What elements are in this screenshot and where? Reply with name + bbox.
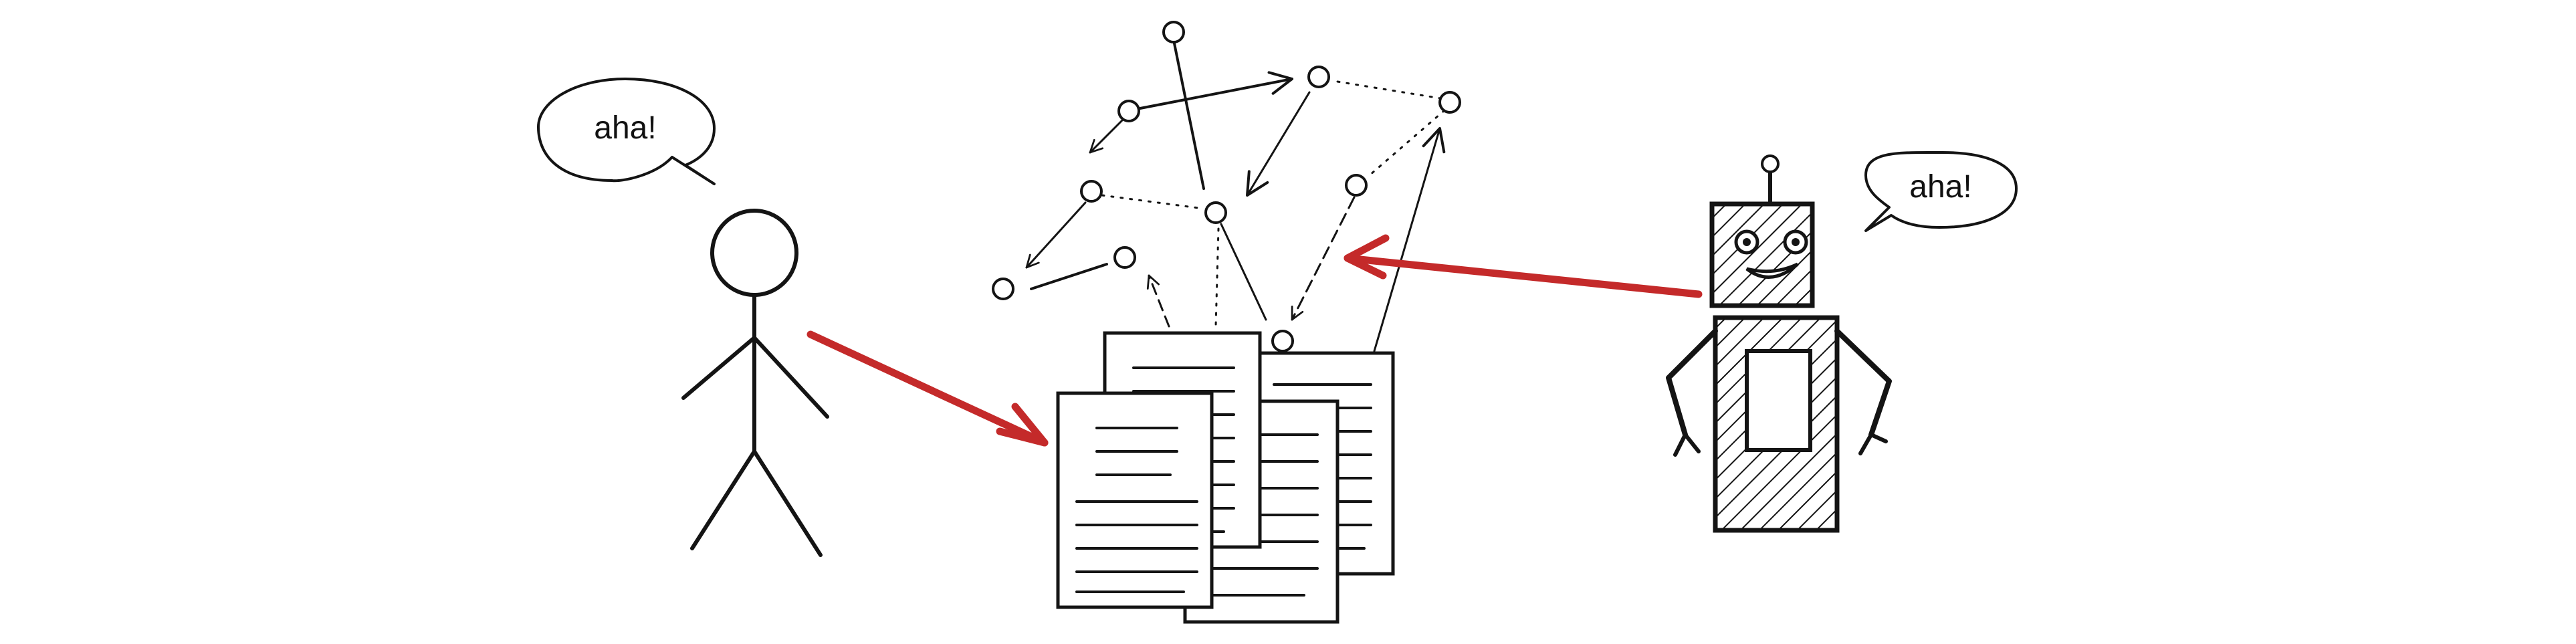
robot-right-arm xyxy=(1834,328,1892,437)
graph-node xyxy=(992,278,1014,300)
graph-edge xyxy=(1368,109,1446,177)
graph-edge xyxy=(1089,118,1125,154)
graph-node xyxy=(1438,91,1461,114)
graph-node xyxy=(1271,330,1294,352)
human-legs xyxy=(690,449,823,557)
graph-node xyxy=(1113,246,1136,269)
robot-head xyxy=(1709,201,1815,308)
graph-edge xyxy=(1025,201,1087,269)
robot-smile xyxy=(1745,262,1799,279)
robot-antenna-ball xyxy=(1761,154,1780,173)
graph-node xyxy=(1117,100,1140,122)
graph-edge xyxy=(1139,71,1293,110)
graph-node xyxy=(1345,174,1368,197)
human-speech-text: aha! xyxy=(594,110,656,146)
robot-to-graph-arrow xyxy=(1344,234,1703,298)
robot-speech-text: aha! xyxy=(1909,169,1971,205)
human-head xyxy=(710,209,798,297)
human-to-documents-arrow xyxy=(807,330,1049,447)
graph-node xyxy=(1307,66,1330,88)
graph-edge xyxy=(1172,39,1205,190)
graph-edge xyxy=(1146,274,1170,328)
human-figure: aha! xyxy=(537,78,829,557)
graph-edge xyxy=(1030,263,1108,290)
knowledge-graph xyxy=(992,21,1461,352)
robot-left-arm xyxy=(1666,328,1718,437)
graph-node xyxy=(1080,180,1103,203)
human-speech-bubble: aha! xyxy=(537,78,716,185)
robot-right-claw xyxy=(1858,433,1888,455)
graph-edge xyxy=(1101,194,1205,210)
robot-left-claw xyxy=(1673,433,1701,457)
human-arms xyxy=(681,336,829,419)
graph-node xyxy=(1162,21,1185,43)
graph-edge xyxy=(1214,227,1220,328)
graph-node xyxy=(1204,201,1227,224)
graph-edge xyxy=(1336,80,1446,100)
graph-edge xyxy=(1373,127,1446,352)
document-page xyxy=(1056,391,1214,609)
graph-edge xyxy=(1291,196,1356,321)
robot-chest-panel xyxy=(1745,349,1812,452)
robot-speech-bubble: aha! xyxy=(1864,150,2018,232)
robot-figure: aha! xyxy=(1666,150,2018,533)
graph-edge xyxy=(1246,91,1311,197)
graph-edge xyxy=(1220,223,1267,321)
document-stack xyxy=(1056,331,1395,624)
